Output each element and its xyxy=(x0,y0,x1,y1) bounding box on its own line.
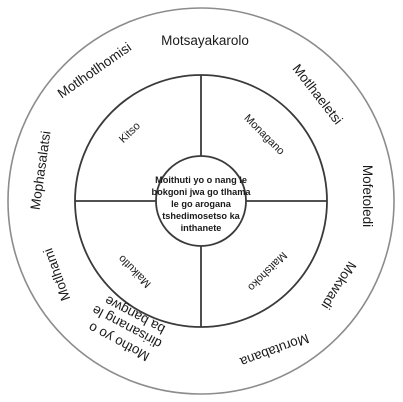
outer-label-mophasalatsi: Mophasalatsi xyxy=(28,130,54,211)
center-text-line-1: Moithuti yo o nang le xyxy=(155,175,247,185)
outer-label-motlhaeletsi: Motlhaeletsi xyxy=(289,61,345,127)
center-text-line-2: bokgoni jwa go tlhama xyxy=(151,187,251,197)
outer-label-motlhotlhomisi: Motlhotlhomisi xyxy=(55,39,134,101)
center-text-line-4: tshedimosetso ka xyxy=(162,211,240,221)
outer-ring xyxy=(7,7,395,395)
outer-label-mofetoledi: Mofetoledi xyxy=(360,165,375,227)
inner-label-maitshoko: Maitshoko xyxy=(245,249,289,293)
outer-label-motsayakarolo: Motsayakarolo xyxy=(161,33,249,48)
outer-label-morutabana: Morutabana xyxy=(238,331,311,370)
inner-label-maikutlo: Maikutlo xyxy=(116,252,153,289)
inner-label-monagano: Monagano xyxy=(241,112,286,157)
inner-label-kitso: Kitso xyxy=(117,120,143,146)
center-text-line-5: inthanete xyxy=(181,223,222,233)
outer-label-motlhami: Motlhami xyxy=(40,246,73,303)
center-text-line-3: le go arogana xyxy=(171,199,232,209)
outer-label-mokwadi: Mokwadi xyxy=(318,259,359,312)
center-circle xyxy=(155,155,247,247)
